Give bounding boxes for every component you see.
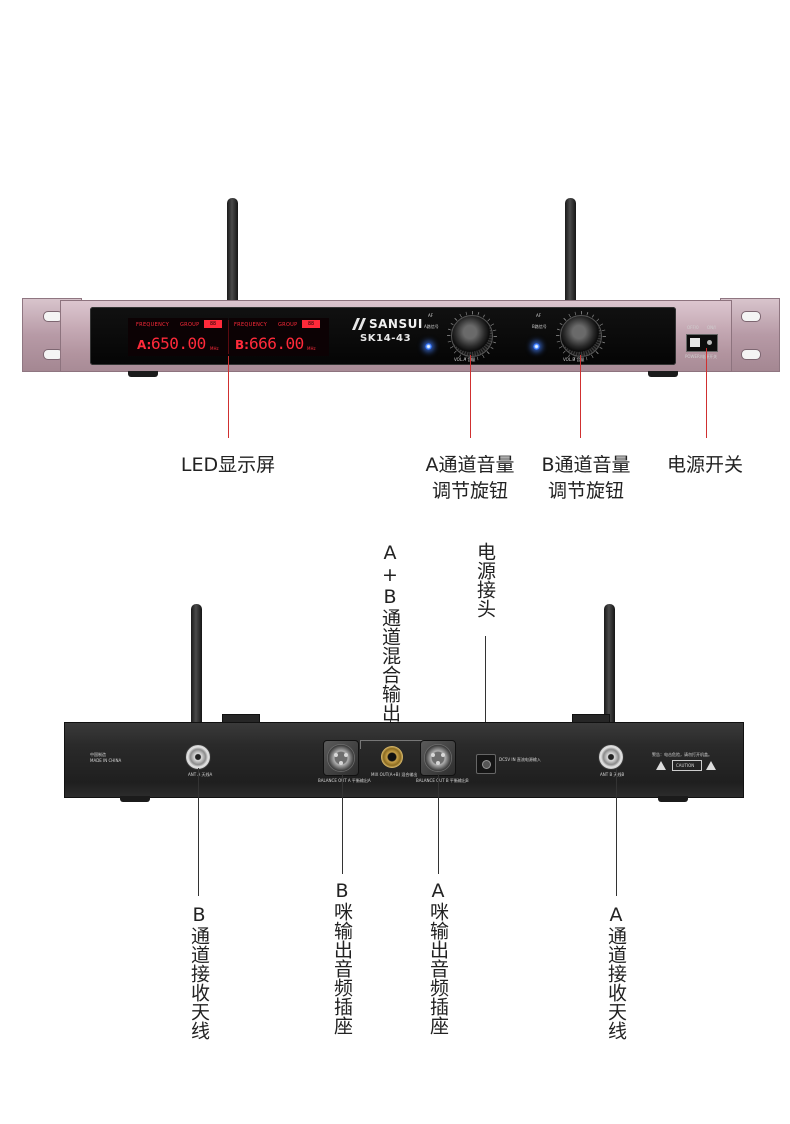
rear-chassis bbox=[64, 722, 744, 798]
made-in-label: MADE IN CHINA bbox=[90, 758, 122, 763]
callout-knob-b-line1: B通道音量 bbox=[541, 454, 631, 476]
ant-b-bnc-connector[interactable] bbox=[185, 744, 211, 770]
warning-triangle-icon bbox=[656, 761, 666, 770]
volume-knob-b[interactable] bbox=[560, 315, 602, 357]
dc-power-jack[interactable] bbox=[476, 754, 496, 774]
lcd-a-group-value: 88 bbox=[204, 320, 222, 328]
balance-out-a-label: BALANCE OUT A 平衡输出A bbox=[318, 778, 371, 783]
vol-b-label: VOL.B 音量 bbox=[563, 357, 585, 362]
front-foot-right bbox=[648, 371, 678, 377]
power-dot-icon bbox=[707, 340, 712, 345]
lcd-b-group-value: 88 bbox=[302, 320, 320, 328]
warning-label: 警告：电击危险，请勿打开机盖。 bbox=[652, 752, 712, 757]
af-b-label: AF bbox=[536, 313, 542, 318]
sansui-logo-icon bbox=[352, 318, 366, 330]
lcd-a-frequency: 650.00 bbox=[151, 334, 206, 353]
callout-line-knob-b bbox=[580, 355, 581, 438]
lcd-b-frequency: 666.00 bbox=[249, 334, 304, 353]
power-rocker-icon bbox=[690, 338, 700, 347]
vol-a-label: VOL.A 音量 bbox=[454, 357, 476, 362]
lcd-b-group-header: GROUP bbox=[278, 322, 298, 328]
channel-b-led-indicator bbox=[533, 343, 540, 350]
af-a-label: AF bbox=[428, 313, 434, 318]
front-antenna-b bbox=[565, 198, 576, 302]
callout-line-mic-a bbox=[438, 774, 439, 874]
callout-knob-a: A通道音量 调节旋钮 bbox=[410, 452, 530, 504]
mix-out-label: MIX OUT(A+B) 混合输出 bbox=[371, 772, 418, 777]
power-label: POWER/电源开关 bbox=[685, 354, 718, 359]
ant-b-label: ANT B 天线B bbox=[600, 772, 625, 777]
callout-power-connector: 电源接头 bbox=[474, 542, 496, 618]
callout-knob-b-line2: 调节旋钮 bbox=[547, 480, 624, 502]
rear-antenna-b bbox=[191, 604, 202, 744]
mix-out-jack[interactable] bbox=[381, 746, 403, 768]
callout-line-dc bbox=[485, 636, 486, 754]
ant-a-bnc-connector[interactable] bbox=[598, 744, 624, 770]
caution-box: CAUTION bbox=[672, 760, 702, 771]
rf-a-label: A路信号 bbox=[424, 324, 439, 329]
callout-led-display-text: LED显示屏 bbox=[180, 454, 276, 476]
rear-foot-right bbox=[658, 796, 688, 802]
made-in-cn-label: 中国制造 bbox=[90, 752, 106, 757]
rear-foot-left bbox=[120, 796, 150, 802]
lcd-a-frequency-header: FREQUENCY bbox=[136, 322, 170, 328]
lcd-a-group-header: GROUP bbox=[180, 322, 200, 328]
lcd-a-channel: A: bbox=[137, 338, 152, 352]
ant-a-label: ANT A 天线A bbox=[188, 772, 213, 777]
caution-label: CAUTION bbox=[676, 763, 695, 768]
model-name: SK14-43 bbox=[360, 333, 412, 344]
callout-power-switch-text: 电源开关 bbox=[666, 454, 743, 476]
callout-line-ant-b bbox=[198, 768, 199, 896]
lcd-a-unit: MHz bbox=[210, 346, 219, 351]
callout-led-display: LED显示屏 bbox=[160, 452, 296, 478]
lcd-b-channel: B: bbox=[235, 338, 249, 352]
brand-name: SANSUI bbox=[369, 317, 423, 331]
front-foot-left bbox=[128, 371, 158, 377]
callout-knob-b: B通道音量 调节旋钮 bbox=[526, 452, 646, 504]
dc-in-label: DC5V IN 直流电源输入 bbox=[499, 757, 541, 762]
off-label: OFF/0 bbox=[687, 325, 699, 330]
lcd-b-unit: MHz bbox=[307, 346, 316, 351]
callout-mic-a-out: A咪输出音频插座 bbox=[427, 880, 449, 1035]
callout-mix-output: A+B通道混合输出 bbox=[379, 542, 401, 722]
rear-antenna-a bbox=[604, 604, 615, 744]
callout-line-ant-a bbox=[616, 768, 617, 896]
front-antenna-a bbox=[227, 198, 238, 302]
rf-b-label: B路信号 bbox=[532, 324, 547, 329]
balance-out-b-label: BALANCE OUT B 平衡输出B bbox=[416, 778, 469, 783]
callout-knob-a-line1: A通道音量 bbox=[425, 454, 515, 476]
shock-triangle-icon bbox=[706, 761, 716, 770]
callout-ant-a-receive: A通道接收天线 bbox=[605, 904, 627, 1040]
on-label: ON/I bbox=[707, 325, 716, 330]
lcd-b-frequency-header: FREQUENCY bbox=[234, 322, 268, 328]
callout-power-switch: 电源开关 bbox=[652, 452, 758, 478]
lcd-divider bbox=[228, 320, 229, 354]
callout-line-mic-b bbox=[342, 774, 343, 874]
callout-line-knob-a bbox=[470, 355, 471, 438]
callout-ant-b-receive: B通道接收天线 bbox=[188, 904, 210, 1040]
balance-out-b-xlr[interactable] bbox=[420, 740, 456, 776]
balance-out-a-xlr[interactable] bbox=[323, 740, 359, 776]
callout-knob-a-line2: 调节旋钮 bbox=[431, 480, 508, 502]
power-switch[interactable] bbox=[686, 334, 718, 352]
callout-line-led bbox=[228, 356, 229, 438]
volume-knob-a[interactable] bbox=[451, 315, 493, 357]
callout-line-power bbox=[706, 348, 707, 438]
callout-mic-b-out: B咪输出音频插座 bbox=[331, 880, 353, 1035]
channel-a-led-indicator bbox=[425, 343, 432, 350]
